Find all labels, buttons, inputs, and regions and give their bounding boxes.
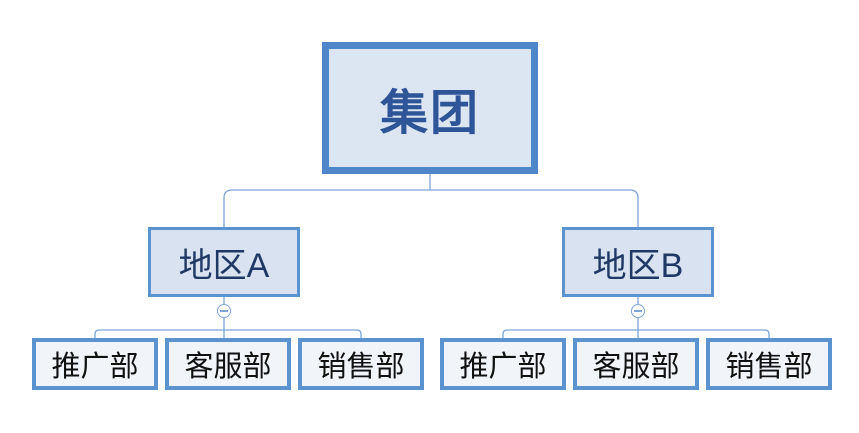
org-node-dept-label: 推广部 xyxy=(51,351,139,383)
org-node-root-label: 集团 xyxy=(379,87,480,140)
minus-icon xyxy=(634,310,642,312)
org-node-region-a-label: 地区A xyxy=(178,246,270,285)
org-node-region-b-dept-customer-service[interactable]: 客服部 xyxy=(573,338,699,390)
org-node-dept-label: 客服部 xyxy=(592,351,680,383)
collapse-minus-icon-region-a[interactable] xyxy=(217,304,231,318)
connector-root-branch xyxy=(223,189,639,227)
org-node-region-b[interactable]: 地区B xyxy=(562,227,714,297)
org-node-dept-label: 销售部 xyxy=(317,351,405,383)
org-node-region-a-dept-customer-service[interactable]: 客服部 xyxy=(165,338,291,390)
org-node-region-a-dept-promotion[interactable]: 推广部 xyxy=(32,338,158,390)
collapse-minus-icon-region-b[interactable] xyxy=(631,304,645,318)
org-node-dept-label: 销售部 xyxy=(725,351,813,383)
org-node-dept-label: 客服部 xyxy=(184,351,272,383)
minus-icon xyxy=(220,310,228,312)
org-node-region-b-dept-promotion[interactable]: 推广部 xyxy=(440,338,566,390)
org-node-dept-label: 推广部 xyxy=(459,351,547,383)
org-node-root[interactable]: 集团 xyxy=(322,42,538,174)
org-node-region-b-label: 地区B xyxy=(592,246,684,285)
org-node-region-a-dept-sales[interactable]: 销售部 xyxy=(298,338,424,390)
org-node-region-a[interactable]: 地区A xyxy=(148,227,300,297)
org-node-region-b-dept-sales[interactable]: 销售部 xyxy=(706,338,832,390)
connector-region-b-branch xyxy=(502,329,770,338)
connector-region-a-branch xyxy=(94,329,362,338)
